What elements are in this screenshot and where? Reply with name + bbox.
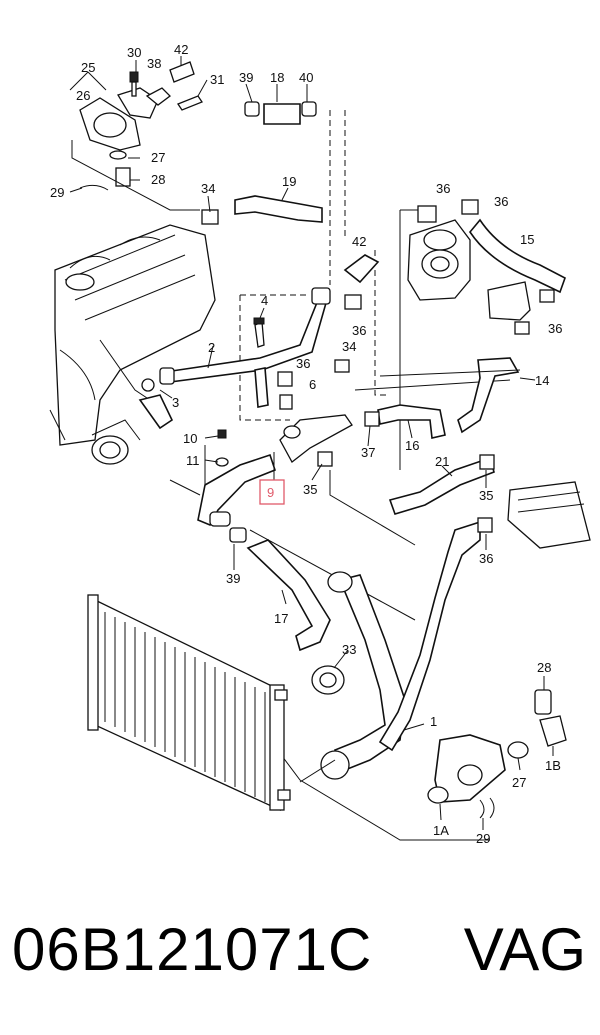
callout-34-top: 34 <box>201 181 215 196</box>
hose-21 <box>388 454 591 549</box>
callout-34-mid: 34 <box>342 339 356 354</box>
callout-1A: 1A <box>433 823 449 838</box>
callout-18: 18 <box>270 70 284 85</box>
callout-labels: 30 42 25 38 39 18 40 26 31 27 29 28 34 1… <box>50 42 562 846</box>
callout-21: 21 <box>435 454 449 469</box>
radiator <box>87 594 291 812</box>
hose-19 <box>201 195 323 225</box>
callout-27-lower: 27 <box>512 775 526 790</box>
callout-11: 11 <box>186 453 200 468</box>
part-number: 06B121071C <box>12 916 373 983</box>
caption-bar: 06B121071C VAG <box>0 905 600 995</box>
callout-35-left: 35 <box>303 482 317 497</box>
callout-1: 1 <box>430 714 437 729</box>
pipe-2 <box>159 287 362 410</box>
callout-42-top: 42 <box>174 42 188 57</box>
part-33 <box>311 665 345 695</box>
hose-3 <box>138 378 174 430</box>
callout-29-lower: 29 <box>476 831 490 846</box>
hose-18 <box>244 101 317 125</box>
callout-10: 10 <box>183 431 197 446</box>
callout-26: 26 <box>76 88 90 103</box>
callout-38: 38 <box>147 56 161 71</box>
callout-1B: 1B <box>545 758 561 773</box>
expansion-tank <box>487 281 555 335</box>
callout-35-right: 35 <box>479 488 493 503</box>
callout-39-top: 39 <box>239 70 253 85</box>
hose-14 <box>457 357 520 434</box>
hose-17 <box>229 527 331 652</box>
callout-16: 16 <box>405 438 419 453</box>
callout-40: 40 <box>299 70 313 85</box>
callout-39-lower: 39 <box>226 571 240 586</box>
callout-36-a: 36 <box>436 181 450 196</box>
callout-6: 6 <box>309 377 316 392</box>
coolant-flange-assembly <box>71 61 203 211</box>
callout-2: 2 <box>208 340 215 355</box>
callout-36-d: 36 <box>548 321 562 336</box>
callout-4: 4 <box>261 293 268 308</box>
callout-37: 37 <box>361 445 375 460</box>
callout-leaders <box>69 56 554 830</box>
coolant-system-exploded-diagram: 30 42 25 38 39 18 40 26 31 27 29 28 34 1… <box>49 42 591 846</box>
callout-28-top: 28 <box>151 172 165 187</box>
callout-36-b: 36 <box>494 194 508 209</box>
hose-16 <box>364 404 446 439</box>
callout-25: 25 <box>81 60 95 75</box>
hose-1 <box>320 517 493 780</box>
callout-27-top: 27 <box>151 150 165 165</box>
callout-28-lower: 28 <box>537 660 551 675</box>
callout-29-top: 29 <box>50 185 64 200</box>
callout-33: 33 <box>342 642 356 657</box>
hose-15 <box>469 218 566 294</box>
callout-42-mid: 42 <box>352 234 366 249</box>
engine-block <box>49 224 216 465</box>
callout-17: 17 <box>274 611 288 626</box>
callout-36-f: 36 <box>479 551 493 566</box>
callout-36-e: 36 <box>296 356 310 371</box>
brand-name: VAG <box>463 916 586 983</box>
drain-parts <box>427 689 567 819</box>
callout-14: 14 <box>535 373 549 388</box>
callout-3: 3 <box>172 395 179 410</box>
coolant-flange-9 <box>197 414 353 527</box>
callout-30: 30 <box>127 45 141 60</box>
callout-19: 19 <box>282 174 296 189</box>
thermostat-housing <box>407 199 479 301</box>
callout-15: 15 <box>520 232 534 247</box>
callout-36-c: 36 <box>352 323 366 338</box>
callout-31: 31 <box>210 72 224 87</box>
highlight-box-9 <box>259 479 285 505</box>
hose-42 <box>343 254 380 284</box>
callout-9-highlighted: 9 <box>267 485 274 500</box>
